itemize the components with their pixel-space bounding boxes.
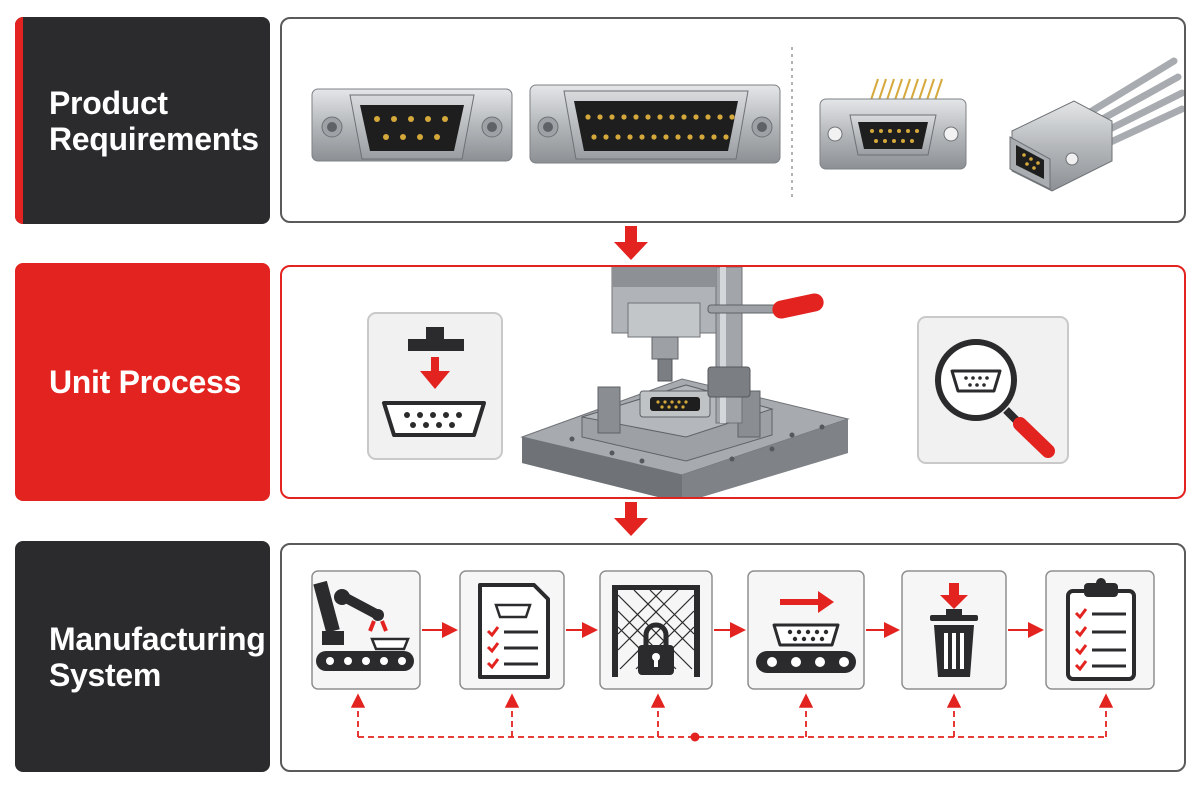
micro-d-cable-connector-photo bbox=[1009, 57, 1184, 192]
feedback-hub-dot bbox=[690, 732, 700, 742]
manufacturing-system-label-box: Manufacturing System bbox=[15, 541, 270, 772]
db25-male-connector-photo bbox=[529, 84, 781, 164]
red-accent-bar bbox=[15, 17, 23, 224]
micro-d-pcb-connector-photo bbox=[819, 78, 967, 170]
press-insert-icon bbox=[367, 312, 503, 460]
unit-process-panel bbox=[280, 265, 1186, 499]
unit-process-label-box: Unit Process bbox=[15, 263, 270, 501]
step-card-3 bbox=[599, 570, 713, 690]
safety-fence-lock-icon bbox=[612, 585, 700, 677]
conveyor-transfer-icon bbox=[756, 591, 856, 673]
trash-reject-icon bbox=[930, 583, 978, 677]
product-requirements-label-box: Product Requirements bbox=[15, 17, 270, 224]
press-machine-illustration bbox=[520, 267, 850, 497]
down-arrow-icon bbox=[614, 502, 648, 536]
checklist-document-icon bbox=[478, 583, 550, 679]
magnify-inspect-icon bbox=[917, 316, 1069, 464]
clipboard-checklist-icon bbox=[1066, 578, 1136, 681]
feedback-loop bbox=[350, 693, 1114, 738]
unit-process-label: Unit Process bbox=[49, 364, 242, 400]
down-arrow-icon bbox=[614, 226, 648, 260]
manufacturing-system-label: Manufacturing System bbox=[49, 620, 266, 693]
product-requirements-panel bbox=[280, 17, 1186, 223]
db9-male-connector-photo bbox=[311, 88, 513, 162]
robot-arm-conveyor-icon bbox=[313, 580, 414, 671]
product-requirements-label: Product Requirements bbox=[49, 84, 259, 157]
manufacturing-system-panel bbox=[280, 543, 1186, 772]
